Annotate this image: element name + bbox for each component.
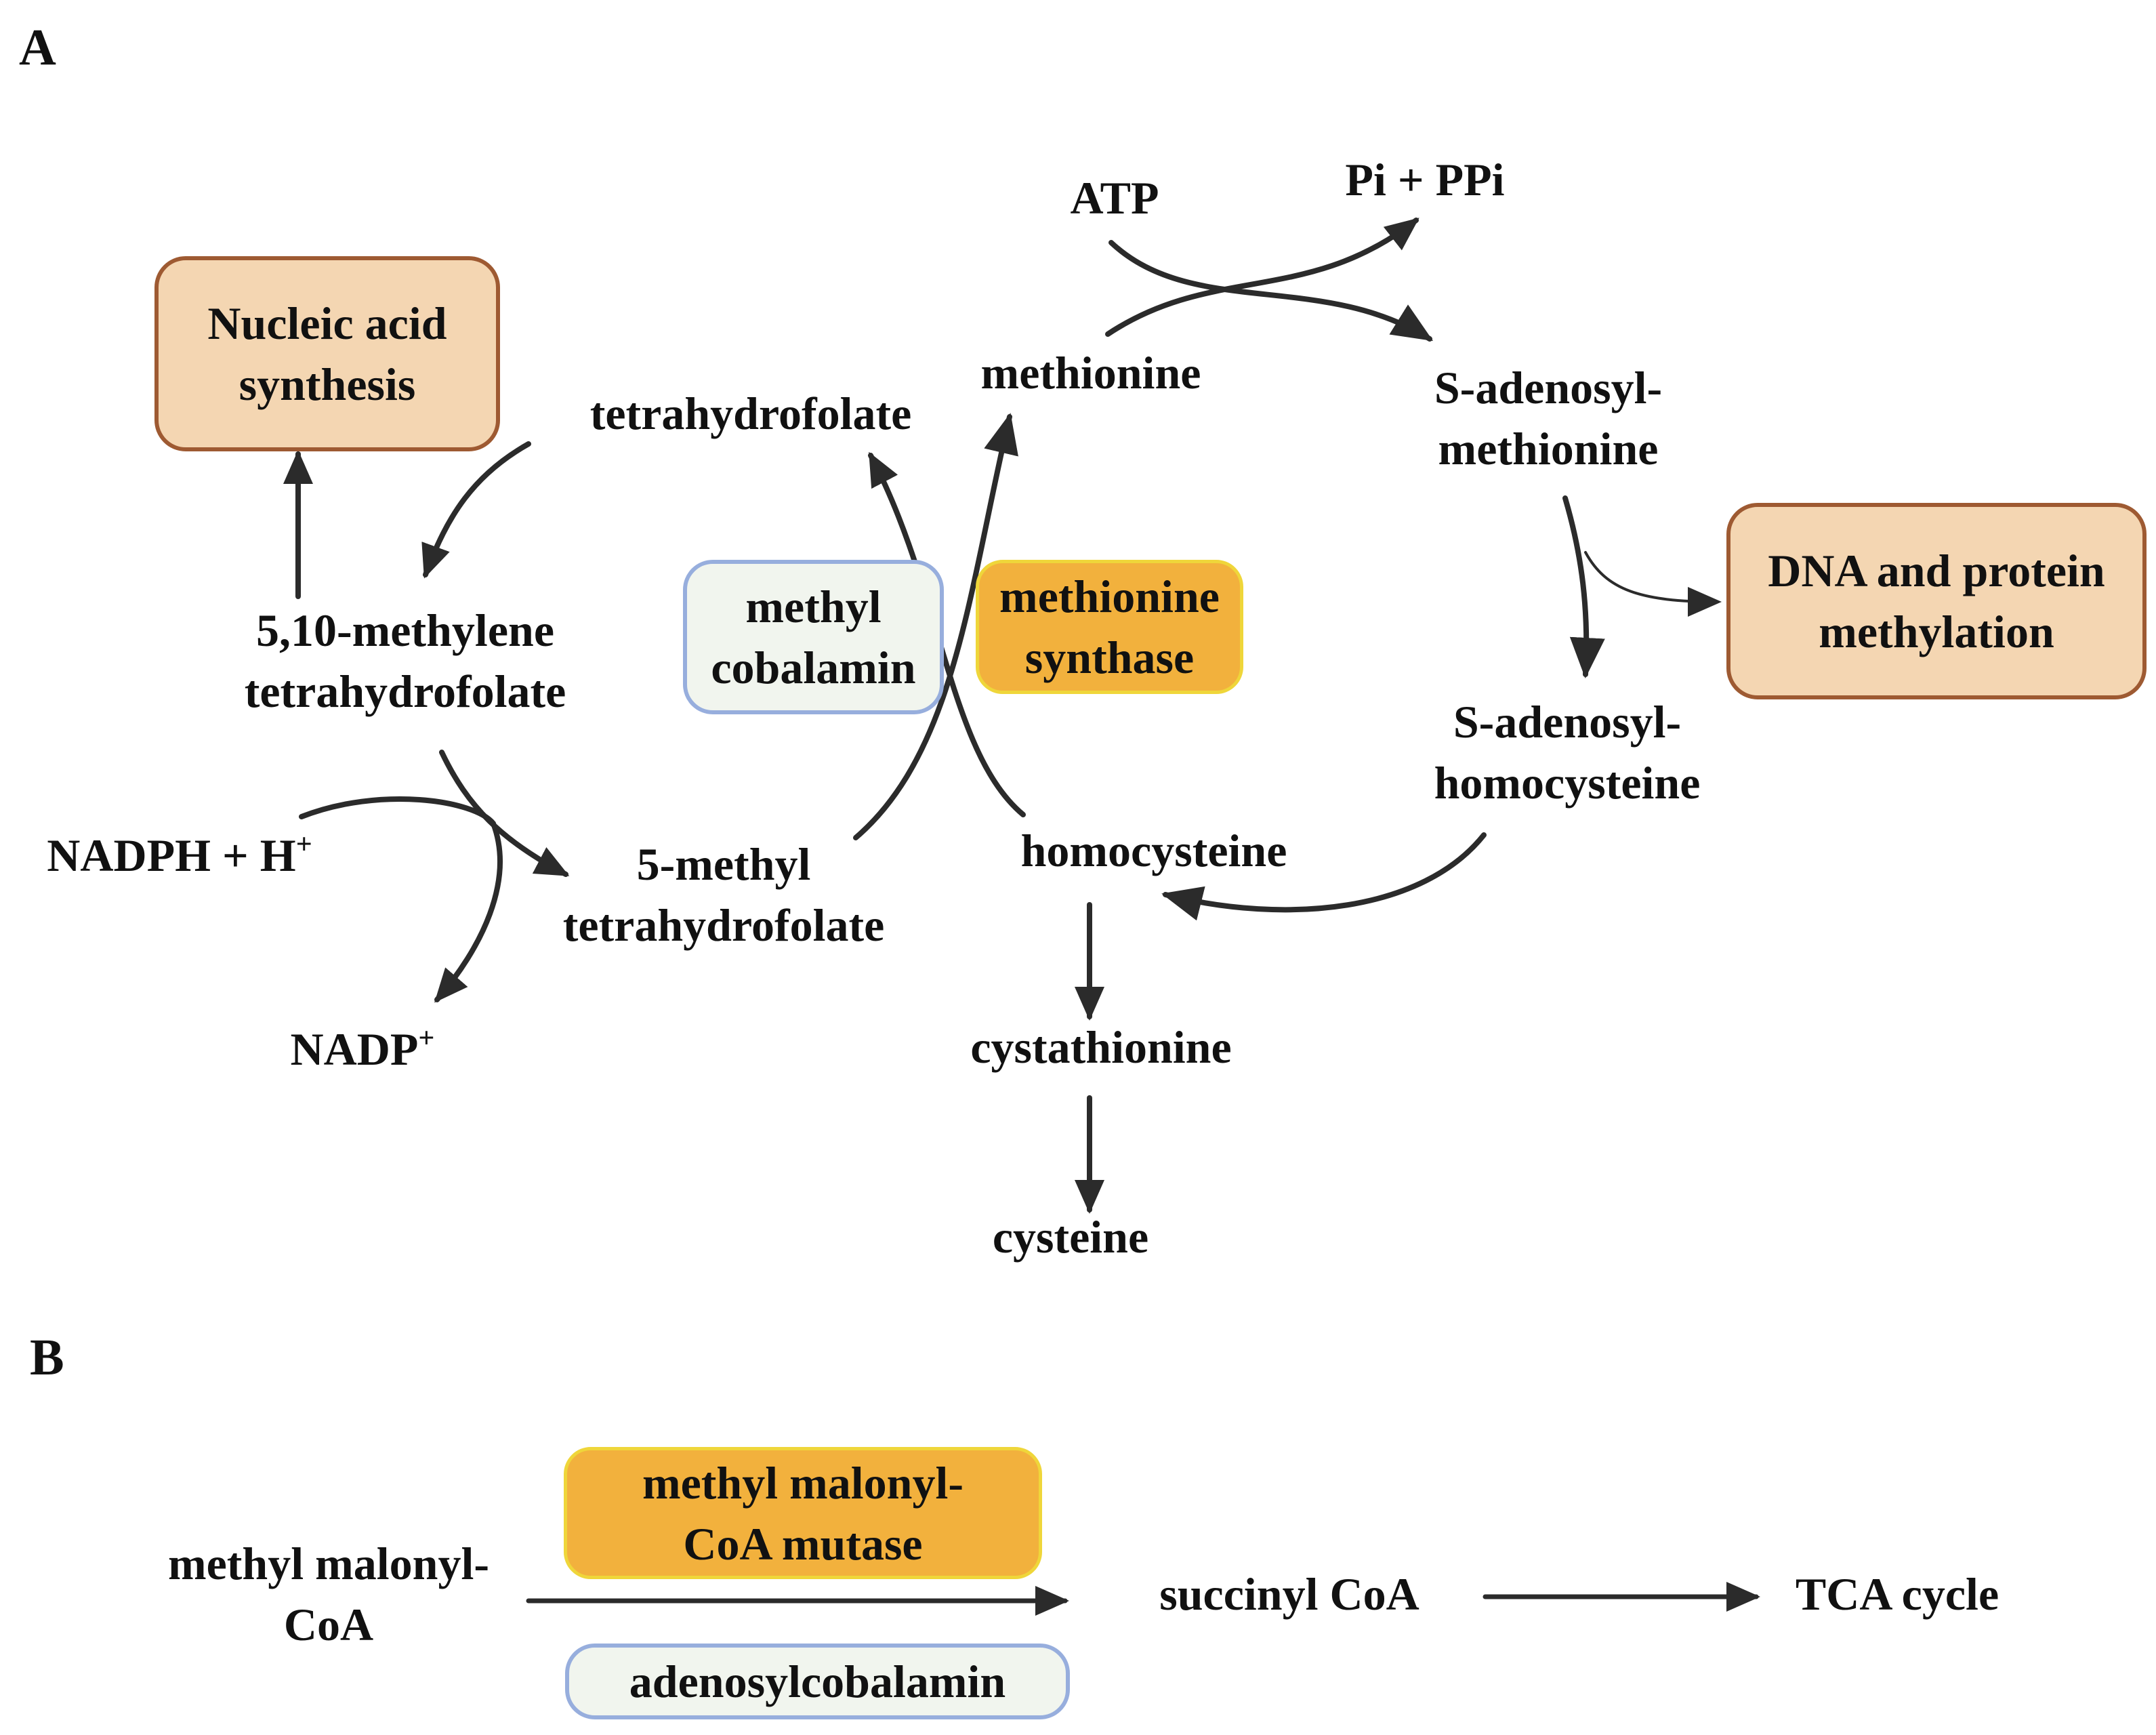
methionine-synthase-box: methionine synthase [976,560,1243,694]
cystathionine-label: cystathionine [970,1021,1232,1073]
arrow-homocysteine-to-thf [868,451,1026,817]
atp-label: ATP [1070,172,1159,224]
methyl-malonyl-coa-label: methyl malonyl- CoA [167,1538,490,1650]
dna-protein-methylation-box: DNA and protein methylation [1726,503,2147,699]
methylene-tetrahydrofolate-label: 5,10-methylene tetrahydrofolate [244,605,566,717]
arrow-methionine-to-pi-ppi [1105,218,1419,337]
nadph-charge: + [295,828,312,860]
methyl-malonyl-coa-mutase-box: methyl malonyl- CoA mutase [564,1447,1042,1579]
arrow-sam-to-sah [1562,495,1605,678]
arrow-thf-to-methylene-thf [421,441,531,579]
methionine-label: methionine [980,347,1201,399]
tetrahydrofolate-label: tetrahydrofolate [589,388,912,439]
nucleic-acid-synthesis-box: Nucleic acid synthesis [154,256,500,451]
arrow-sam-to-dna-protein-methylation [1584,551,1722,617]
adenosylcobalamin-box: adenosylcobalamin [565,1644,1070,1719]
arrow-methyl-thf-to-methionine [853,413,1018,840]
arrow-methylene-thf-to-methyl-thf [439,750,570,877]
nadph-label: NADPH + H+ [47,825,312,886]
succinyl-coa-label: succinyl CoA [1159,1568,1419,1620]
arrow-atp-to-sam [1108,240,1434,342]
pi-ppi-label: Pi + PPi [1345,154,1505,205]
methyl-tetrahydrofolate-label: 5-methyl tetrahydrofolate [562,838,885,951]
cysteine-label: cysteine [992,1211,1149,1263]
nadp-label: NADP+ [291,1019,435,1080]
nadph-text: NADPH + H [47,830,296,881]
arrow-nadph-to-nadp [299,796,503,1003]
methyl-cobalamin-box: methyl cobalamin [683,560,944,714]
nadp-charge: + [418,1021,435,1054]
panel-label-a: A [19,19,56,76]
arrow-sah-to-homocysteine [1161,832,1487,921]
tca-cycle-label: TCA cycle [1795,1568,1999,1620]
homocysteine-label: homocysteine [1020,825,1287,876]
nadp-text: NADP [290,1023,419,1075]
s-adenosyl-homocysteine-label: S-adenosyl- homocysteine [1434,696,1701,809]
s-adenosyl-methionine-label: S-adenosyl- methionine [1434,362,1663,474]
panel-label-b: B [30,1329,64,1386]
